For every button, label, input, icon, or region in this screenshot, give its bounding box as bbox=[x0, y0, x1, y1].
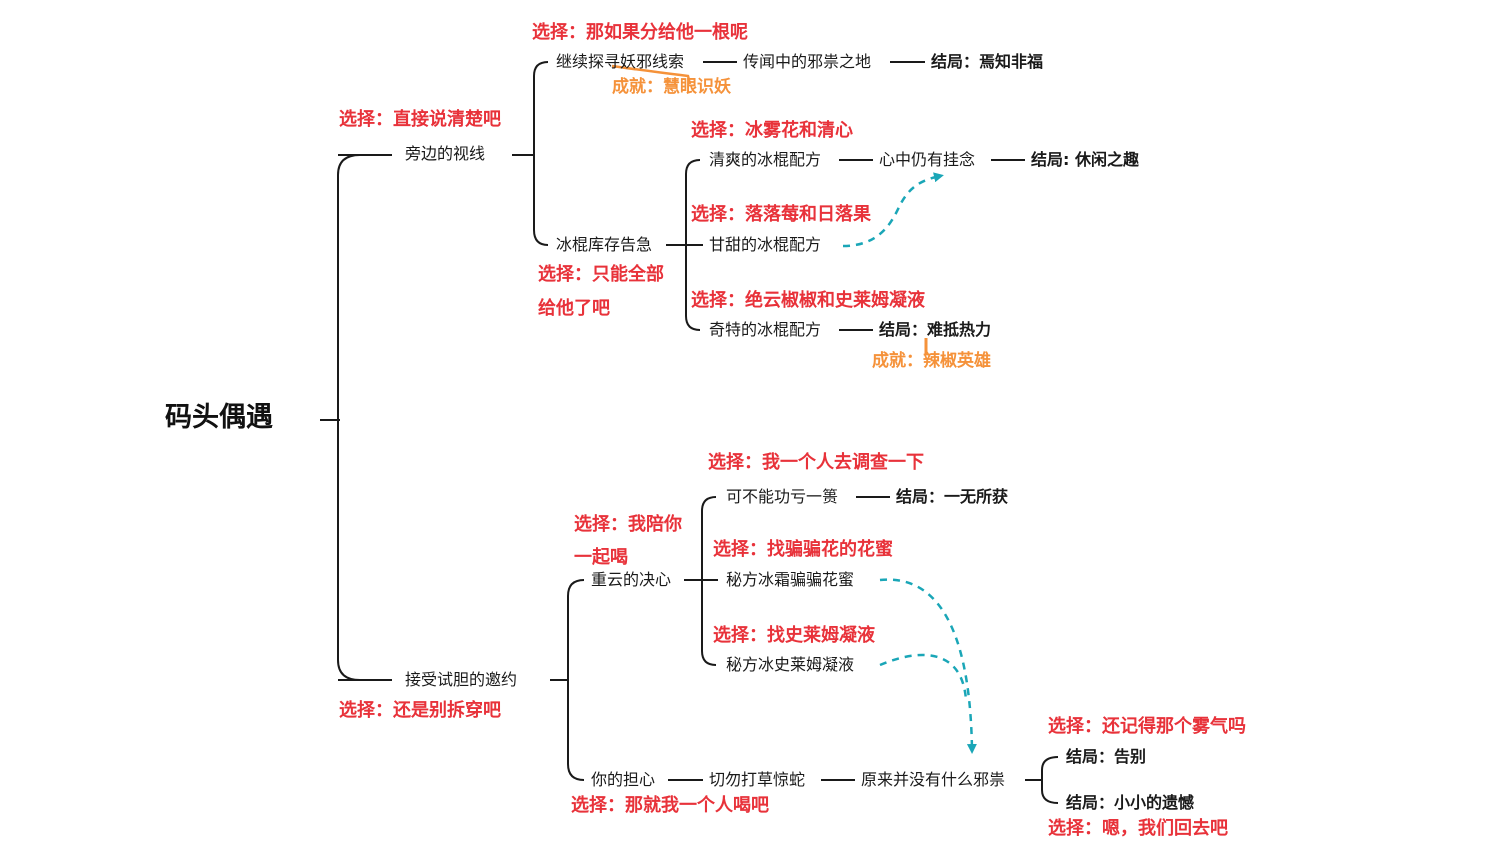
node-no-alarm: 切勿打草惊蛇 bbox=[709, 770, 806, 789]
node-accept-dare: 接受试胆的邀约 bbox=[405, 670, 518, 689]
choice-remember-mist: 选择：还记得那个雾气吗 bbox=[1048, 716, 1246, 737]
node-your-worry: 你的担心 bbox=[591, 770, 656, 789]
choice-dont-expose: 选择：还是别拆穿吧 bbox=[339, 700, 501, 721]
ending-leisure: 结局: 休闲之趣 bbox=[1031, 150, 1139, 169]
choice-drink-together-2: 一起喝 bbox=[574, 547, 628, 568]
choice-direct: 选择：直接说清楚吧 bbox=[339, 109, 501, 130]
choice-go-back: 选择：嗯，我们回去吧 bbox=[1048, 818, 1228, 839]
node-chongyun-resolve: 重云的决心 bbox=[591, 570, 672, 589]
choice-slime: 选择：找史莱姆凝液 bbox=[713, 625, 875, 646]
merge-arrow-sweet bbox=[842, 172, 944, 248]
achievement-mark-1 bbox=[611, 64, 692, 85]
choice-drink-together-1: 选择：我陪你 bbox=[574, 514, 682, 535]
node-frost-nectar: 秘方冰霜骗骗花蜜 bbox=[726, 570, 855, 589]
choice-share-one: 选择：那如果分给他一根呢 bbox=[532, 22, 748, 43]
node-continue-search: 继续探寻妖邪线索 bbox=[556, 52, 685, 71]
node-dont-fail: 可不能功亏一篑 bbox=[726, 487, 839, 506]
node-frost-slime: 秘方冰史莱姆凝液 bbox=[726, 655, 855, 674]
b2-bracket bbox=[1041, 756, 1059, 804]
node-stock-low: 冰棍库存告急 bbox=[556, 235, 653, 254]
choice-pepper-slime: 选择：绝云椒椒和史莱姆凝液 bbox=[691, 290, 925, 311]
lower-bracket bbox=[567, 579, 585, 781]
choice-mist-flower: 选择：冰雾花和清心 bbox=[691, 120, 853, 141]
ending-nothing: 结局：一无所获 bbox=[896, 487, 1009, 506]
node-odd-recipe: 奇特的冰棍配方 bbox=[709, 320, 822, 339]
choice-berries: 选择：落落莓和日落果 bbox=[691, 204, 871, 225]
node-sweet-recipe: 甘甜的冰棍配方 bbox=[709, 235, 822, 254]
node-side-glance: 旁边的视线 bbox=[405, 144, 486, 163]
ending-heat: 结局：难抵热力 bbox=[879, 320, 992, 339]
merge-arrow-honey bbox=[879, 578, 977, 754]
node-rumored-land: 传闻中的邪祟之地 bbox=[743, 52, 872, 71]
upper-bracket bbox=[533, 61, 549, 246]
ending-farewell: 结局：告别 bbox=[1066, 747, 1147, 766]
root-title: 码头偶遇 bbox=[165, 402, 273, 433]
ending-blessing: 结局：焉知非福 bbox=[931, 52, 1044, 71]
choice-investigate-alone: 选择：我一个人去调查一下 bbox=[708, 452, 924, 473]
node-cool-recipe: 清爽的冰棍配方 bbox=[709, 150, 822, 169]
node-no-evil: 原来并没有什么邪祟 bbox=[861, 770, 1006, 789]
node-still-worried: 心中仍有挂念 bbox=[879, 150, 976, 169]
merge-arrow-slime bbox=[879, 653, 968, 701]
choice-nectar: 选择：找骗骗花的花蜜 bbox=[713, 539, 893, 560]
main-bracket bbox=[337, 154, 361, 681]
achievement-pepper-hero: 成就：辣椒英雄 bbox=[872, 351, 991, 371]
choice-drink-alone: 选择：那就我一个人喝吧 bbox=[571, 795, 769, 816]
choice-give-all-2: 给他了吧 bbox=[538, 298, 610, 319]
achievement-sharp-eye: 成就：慧眼识妖 bbox=[612, 77, 731, 97]
ending-small-regret: 结局：小小的遗憾 bbox=[1066, 793, 1195, 812]
choice-give-all-1: 选择：只能全部 bbox=[538, 264, 664, 285]
